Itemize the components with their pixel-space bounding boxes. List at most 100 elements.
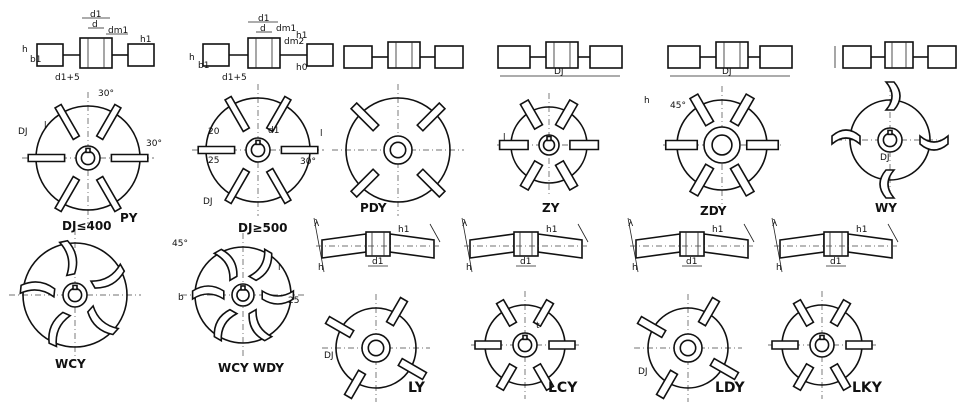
dim-dj-ly: DJ [324, 351, 334, 361]
dim-d: d [92, 20, 98, 30]
dim-h-zdy: h [644, 96, 650, 106]
blade [697, 296, 721, 327]
dim-d1: d1 [90, 10, 101, 20]
label-dj400: DJ≤400 [62, 219, 112, 233]
dim-label: d1 [372, 257, 383, 267]
dim-label: h1 [856, 225, 867, 235]
dim-label: h1 [712, 225, 723, 235]
dim-20: 20 [208, 127, 220, 137]
blade [416, 168, 447, 199]
impeller-icon [22, 92, 154, 224]
elevation-view-3 [343, 41, 464, 69]
blade [324, 315, 355, 339]
label-py: PY [120, 211, 138, 225]
impeller-icon [831, 81, 949, 199]
impeller-icon [471, 291, 579, 399]
dim-h-2: h [189, 53, 195, 63]
blade [709, 357, 740, 381]
blade [745, 139, 780, 151]
blade [829, 362, 852, 392]
dim-dj-b: DJ [203, 197, 213, 207]
label-dj500: DJ≥500 [238, 221, 288, 235]
dim-l-wdy: l [278, 263, 281, 273]
blade [845, 340, 873, 350]
blade [110, 153, 149, 163]
dim-label: h [632, 263, 638, 273]
label-wy: WY [875, 201, 897, 215]
label-zdy: ZDY [700, 204, 727, 218]
hub [823, 231, 849, 257]
label-wcywdy: WCY WDY [218, 361, 284, 375]
label-lcy: LCY [548, 380, 578, 396]
keyway [72, 284, 78, 291]
dim-dm1: dm1 [108, 26, 128, 36]
blade [636, 315, 667, 339]
dim-t-lcy: t [536, 321, 540, 331]
disc-outline [22, 242, 128, 348]
dim-45deg-b: 45° [172, 239, 188, 249]
blade [519, 159, 544, 192]
label-zy: ZY [542, 201, 560, 215]
dim-dj-4: DJ [554, 67, 564, 77]
keyway [887, 129, 893, 136]
blade [498, 139, 529, 151]
blade [771, 340, 799, 350]
blade [729, 163, 756, 198]
blade [655, 369, 679, 400]
dim-dj-wy: DJ [880, 153, 890, 163]
blade [879, 169, 896, 199]
blade [343, 369, 367, 400]
blade [349, 168, 380, 199]
blade [495, 298, 518, 328]
hub [538, 134, 560, 156]
hub [809, 332, 835, 358]
disc-outline [335, 307, 417, 389]
dim-30deg-c: 30° [300, 157, 316, 167]
blade [53, 103, 81, 141]
dim-l-c: l [503, 133, 506, 143]
hub [365, 231, 391, 257]
dim-label: λ [772, 219, 778, 229]
dim-d1-2: d1 [258, 14, 269, 24]
disc-outline [849, 99, 931, 181]
dim-label: h1 [546, 225, 557, 235]
dim-d1p5-2: d1+5 [222, 73, 247, 83]
blade [265, 95, 293, 133]
blade [416, 101, 447, 132]
dim-dm1-2: dm1 [276, 24, 296, 34]
blade [58, 239, 78, 277]
blade [688, 163, 715, 198]
blade [86, 304, 120, 336]
hub [703, 126, 741, 164]
blade [884, 81, 901, 111]
dim-l-b: l [320, 129, 323, 139]
label-ly: LY [408, 380, 426, 396]
blade [397, 357, 428, 381]
blade [919, 134, 949, 151]
blade [213, 308, 239, 343]
dim-45deg-a: 45° [670, 101, 686, 111]
blade [191, 285, 225, 301]
blade [95, 103, 123, 141]
dim-l-a: l [44, 121, 47, 131]
blade [248, 308, 274, 342]
hub [679, 231, 705, 257]
blade [385, 296, 409, 327]
label-ldy: LDY [715, 380, 746, 396]
hub [62, 282, 88, 308]
elevation-view-6 [834, 41, 957, 69]
disc-outline [647, 307, 729, 389]
blade [532, 298, 555, 328]
blade [548, 340, 576, 350]
blade [48, 311, 72, 348]
hub [513, 231, 539, 257]
blade [554, 159, 579, 192]
dim-b1-2: b1 [198, 61, 209, 71]
dim-d-2: d [260, 24, 266, 34]
blade [212, 248, 238, 282]
